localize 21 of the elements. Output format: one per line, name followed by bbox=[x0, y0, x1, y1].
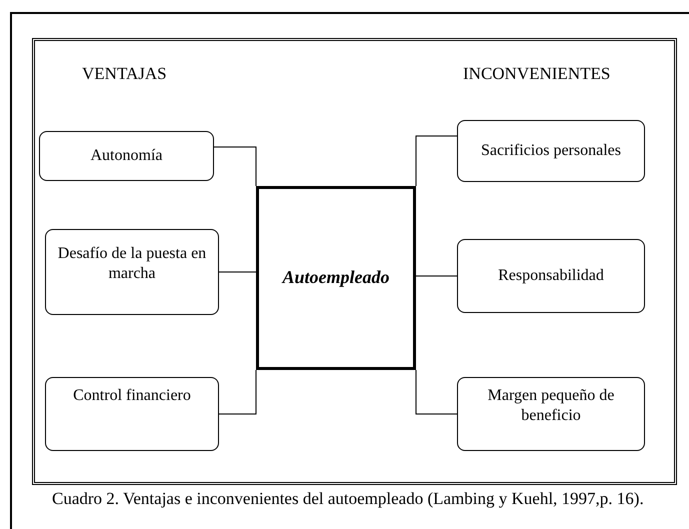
connector-line bbox=[416, 370, 458, 414]
rounded-box bbox=[45, 229, 219, 315]
rounded-box bbox=[457, 120, 645, 182]
column-heading: VENTAJAS bbox=[82, 64, 167, 84]
caption: Cuadro 2. Ventajas e inconvenientes del autoempleado (Lambing y Kuehl, 1997,p. 16). bbox=[52, 489, 645, 508]
rounded-box bbox=[39, 131, 214, 181]
box-text: Sacrificios personales bbox=[481, 141, 621, 161]
rounded-box bbox=[457, 377, 645, 451]
box-text: Responsabilidad bbox=[498, 266, 604, 286]
rounded-box bbox=[45, 377, 219, 451]
connector-line bbox=[214, 146, 256, 186]
connector-line bbox=[416, 136, 458, 186]
box-text: Control financiero bbox=[73, 386, 191, 406]
column-heading: INCONVENIENTES bbox=[463, 64, 610, 84]
rounded-box bbox=[457, 239, 645, 313]
connector-line bbox=[218, 370, 256, 414]
central-box bbox=[256, 186, 416, 370]
box-text: Margen pequeño de beneficio bbox=[486, 386, 616, 426]
box-text: Autonomía bbox=[90, 146, 162, 166]
box-text: Desafío de la puesta en marcha bbox=[56, 244, 208, 284]
box-text: Autoempleado bbox=[282, 267, 390, 287]
